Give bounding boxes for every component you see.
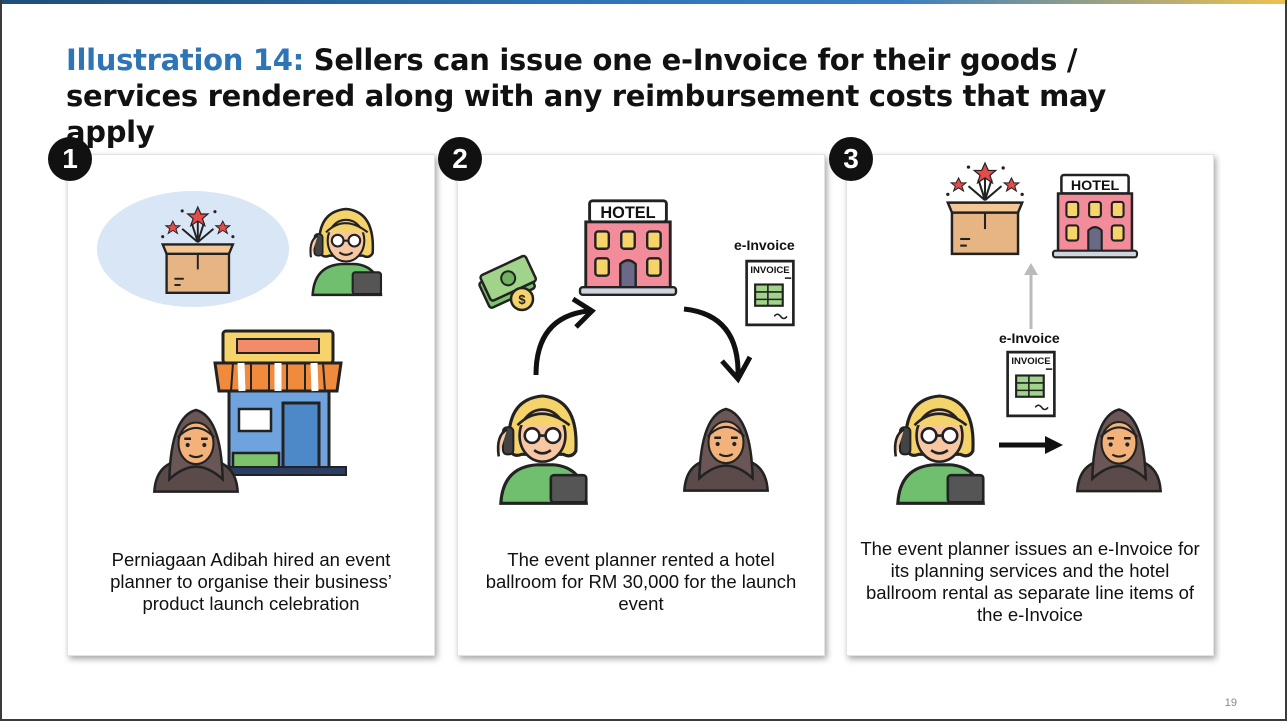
step-badge-2: 2: [438, 137, 482, 181]
panel-3-caption: The event planner issues an e-Invoice fo…: [860, 538, 1200, 625]
celebration-gift-icon: [944, 161, 1026, 256]
slide-title: Illustration 14: Sellers can issue one e…: [66, 42, 1186, 150]
einvoice-label: e-Invoice: [734, 237, 795, 253]
business-owner-woman-icon: [153, 408, 239, 493]
einvoice-label: e-Invoice: [999, 330, 1060, 346]
shop-storefront-icon: [210, 329, 347, 476]
celebration-gift-icon: [97, 191, 289, 307]
step-badge-3: 3: [829, 137, 873, 181]
event-planner-woman-icon: [893, 394, 985, 505]
invoice-document-icon: [745, 259, 795, 327]
panel-step-2: $ e-Invoice The event planner rented a h…: [457, 154, 825, 656]
event-planner-woman-icon: [496, 394, 588, 505]
event-planner-woman-icon: [309, 207, 383, 297]
panel-2-caption: The event planner rented a hotel ballroo…: [485, 549, 797, 614]
money-cash-icon: $: [478, 254, 538, 312]
arrow-up-icon: [1024, 263, 1038, 329]
invoice-document-icon: [1006, 350, 1056, 418]
panel-step-1: Perniagaan Adibah hired an event planner…: [67, 154, 435, 656]
title-prefix: Illustration 14:: [66, 43, 304, 77]
business-owner-woman-icon: [683, 407, 769, 492]
hotel-icon: [1051, 173, 1139, 259]
title-text: Sellers can issue one e-Invoice for thei…: [66, 43, 1107, 149]
top-accent-bar: [0, 0, 1287, 4]
curved-arrow-up-icon: [533, 296, 596, 376]
step-badge-1: 1: [48, 137, 92, 181]
panel-step-3: e-Invoice The event planner issues an e-…: [846, 154, 1214, 656]
business-owner-woman-icon: [1076, 408, 1162, 493]
curved-arrow-down-icon: [683, 306, 753, 384]
panel-1-caption: Perniagaan Adibah hired an event planner…: [110, 549, 392, 614]
hotel-icon: [578, 199, 678, 297]
arrow-right-icon: [999, 436, 1063, 454]
svg-text:$: $: [518, 292, 526, 307]
page-number: 19: [1224, 697, 1237, 709]
